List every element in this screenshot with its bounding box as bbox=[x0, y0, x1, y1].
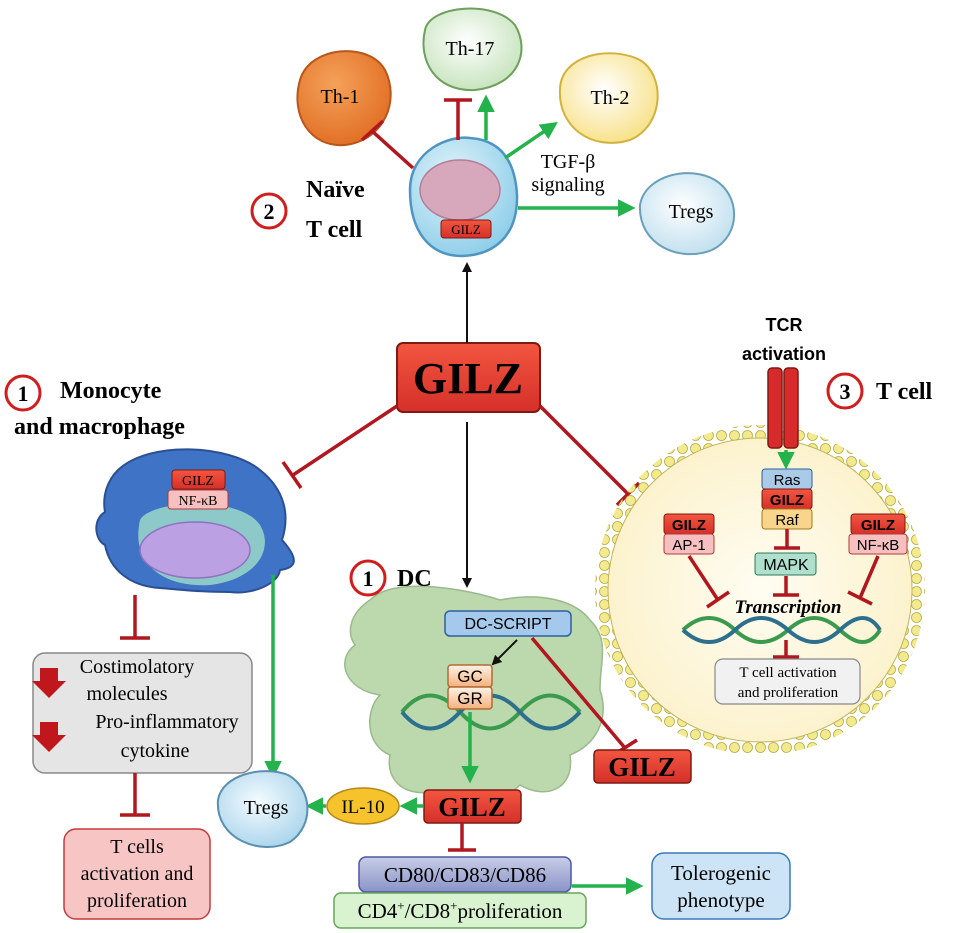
macrophage-cell: GILZ NF-κB bbox=[95, 448, 295, 594]
cd-markers-label: CD80/CD83/CD86 bbox=[384, 863, 546, 887]
tcell-section-label: T cell bbox=[876, 379, 933, 405]
tregs-top-cell: Tregs bbox=[638, 172, 735, 256]
tcr-label-line1: TCR bbox=[766, 315, 803, 335]
th2-label: Th-2 bbox=[591, 87, 630, 109]
gr-box bbox=[447, 686, 493, 710]
ras-label: Ras bbox=[774, 472, 801, 489]
monocyte-section-line1: Monocyte bbox=[60, 378, 162, 404]
dc-gilz-right-label: GILZ bbox=[608, 752, 676, 782]
mapk-box bbox=[754, 552, 817, 576]
dc-section-label: DC bbox=[397, 566, 432, 592]
tcell-nfkb-label: NF-κB bbox=[857, 537, 900, 554]
cd-markers-box bbox=[358, 856, 572, 893]
prolif-pre: CD4 bbox=[358, 899, 398, 923]
th2-cell: Th-2 bbox=[558, 52, 659, 144]
t-cell-section: TCR activation 3 T cell Ras GILZ Raf MAP… bbox=[595, 315, 933, 755]
tgf-signaling-label: signaling bbox=[531, 174, 604, 196]
monocyte-outcome-line3: proliferation bbox=[87, 890, 187, 912]
naive-section-number: 2 bbox=[264, 199, 275, 224]
costimulatory-box: Costimolatory molecules Pro-inflammatory… bbox=[32, 652, 253, 774]
proliferation-box bbox=[333, 892, 587, 929]
dc-gilz-bottom-label: GILZ bbox=[438, 792, 506, 822]
mapk-label: MAPK bbox=[763, 557, 809, 574]
tgf-beta-label: TGF-β bbox=[541, 151, 596, 173]
raf-label: Raf bbox=[775, 512, 799, 529]
monocyte-section-number: 1 bbox=[18, 381, 29, 406]
dc-section: 1 DC DC-SCRIPT GC GR GILZ GILZ IL-1 bbox=[216, 559, 791, 929]
tcell-dna-helix bbox=[681, 616, 882, 644]
dc-script-box bbox=[444, 610, 572, 637]
naive-section-line2: T cell bbox=[306, 217, 363, 243]
th17-label: Th-17 bbox=[446, 38, 495, 60]
tolerogenic-line2: phenotype bbox=[677, 888, 764, 912]
th1-cell: Th-1 bbox=[296, 50, 392, 147]
prolif-sup1: + bbox=[397, 898, 404, 913]
gilz-hub: GILZ bbox=[396, 342, 541, 413]
ap1-label: AP-1 bbox=[672, 537, 705, 554]
monocyte-section: 1 Monocyte and macrophage GILZ NF-κB Cos… bbox=[4, 374, 295, 920]
tcell-nfkb-box bbox=[848, 533, 908, 555]
gc-label: GC bbox=[457, 667, 483, 686]
costim-line3: Pro-inflammatory bbox=[95, 711, 238, 733]
prolif-post: proliferation bbox=[457, 899, 562, 923]
th1-label: Th-1 bbox=[321, 86, 360, 108]
costim-line1: Costimolatory bbox=[80, 656, 194, 678]
tcell-outcome-box bbox=[714, 658, 861, 705]
naive-edges bbox=[360, 94, 636, 217]
tregs-bottom-label: Tregs bbox=[244, 797, 289, 819]
tcell-section-number: 3 bbox=[840, 379, 851, 404]
tcell-gilz-right-label: GILZ bbox=[861, 517, 895, 534]
th17-cell: Th-17 bbox=[422, 7, 523, 92]
prolif-sup2: + bbox=[450, 898, 457, 913]
ap1-box bbox=[663, 533, 715, 555]
tcell-gilz-left-label: GILZ bbox=[672, 517, 706, 534]
tregs-bottom-cell: Tregs bbox=[216, 770, 309, 848]
costim-line4: cytokine bbox=[121, 740, 190, 762]
dc-gilz-bottom-box bbox=[423, 789, 522, 824]
tolerogenic-box bbox=[651, 852, 791, 920]
tolerogenic-line1: Tolerogenic bbox=[671, 861, 771, 885]
monocyte-outcome-line2: activation and bbox=[81, 863, 194, 885]
dc-gilz-right-box bbox=[593, 749, 692, 784]
tcr-receptor-icon bbox=[767, 367, 799, 449]
dc-script-label: DC-SCRIPT bbox=[464, 616, 551, 633]
naive-t-cell-cluster: Th-1 Th-17 Th-2 Tregs GILZ 2 Naïve bbox=[250, 7, 735, 258]
monocyte-outcome-line1: T cells bbox=[110, 836, 164, 858]
costim-line2: molecules bbox=[86, 683, 167, 705]
tcell-gilz-mid-label: GILZ bbox=[770, 492, 804, 509]
tcell-outcome-line1: T cell activation bbox=[739, 665, 837, 681]
dc-section-number: 1 bbox=[363, 566, 374, 591]
tcell-outcome-line2: and proliferation bbox=[738, 685, 839, 701]
il10-oval bbox=[326, 787, 400, 825]
t-cell-activation-box: T cells activation and proliferation bbox=[63, 828, 211, 920]
naive-gilz-label: GILZ bbox=[451, 222, 481, 237]
monocyte-gilz-label: GILZ bbox=[182, 474, 214, 489]
hub-to-monocyte-inhibit bbox=[281, 404, 398, 489]
gr-label: GR bbox=[457, 689, 483, 708]
tregs-top-label: Tregs bbox=[669, 201, 714, 223]
monocyte-nfkb-label: NF-κB bbox=[179, 494, 218, 509]
naive-section-line1: Naïve bbox=[306, 177, 365, 203]
gilz-hub-label: GILZ bbox=[413, 354, 523, 403]
tcr-label-line2: activation bbox=[742, 344, 826, 364]
naive-section-title: 2 Naïve T cell bbox=[250, 177, 365, 243]
il10-label: IL-10 bbox=[341, 797, 384, 818]
proliferation-label: CD4+/CD8+proliferation bbox=[358, 898, 563, 923]
prolif-mid: /CD8 bbox=[405, 899, 451, 923]
monocyte-section-line2: and macrophage bbox=[14, 414, 185, 440]
transcription-label: Transcription bbox=[735, 597, 842, 618]
hub-to-tcell-inhibit bbox=[538, 404, 641, 507]
naive-t-cell: GILZ bbox=[408, 136, 519, 258]
